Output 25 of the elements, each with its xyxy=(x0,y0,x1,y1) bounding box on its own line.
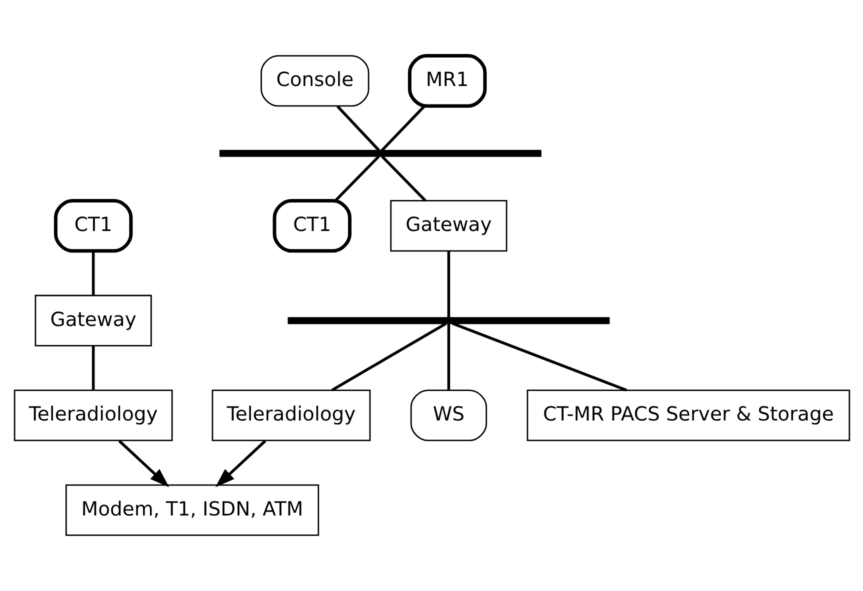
node-box: CT1 xyxy=(53,198,132,253)
connector xyxy=(91,251,94,295)
node-box: Gateway xyxy=(34,294,152,346)
node-box: Console xyxy=(260,55,369,107)
node-bar xyxy=(287,317,610,324)
connector xyxy=(380,105,425,152)
node-box: WS xyxy=(410,390,487,442)
connector xyxy=(336,105,380,152)
node-box: Teleradiology xyxy=(211,390,370,442)
connector xyxy=(330,322,446,392)
connector xyxy=(446,324,450,390)
arrow xyxy=(118,440,169,488)
arrow xyxy=(214,440,266,488)
node-box: CT1 xyxy=(272,198,352,253)
node-box: MR1 xyxy=(407,54,486,108)
node-box: Teleradiology xyxy=(13,390,172,442)
connector xyxy=(91,346,94,390)
connector xyxy=(380,155,426,202)
connector xyxy=(451,322,626,392)
connector xyxy=(334,155,380,202)
node-box: Modem, T1, ISDN, ATM xyxy=(64,484,319,536)
node-bar xyxy=(218,150,541,157)
connector xyxy=(446,251,450,318)
node-box: CT-MR PACS Server & Storage xyxy=(526,390,850,442)
node-box: Gateway xyxy=(390,200,507,252)
